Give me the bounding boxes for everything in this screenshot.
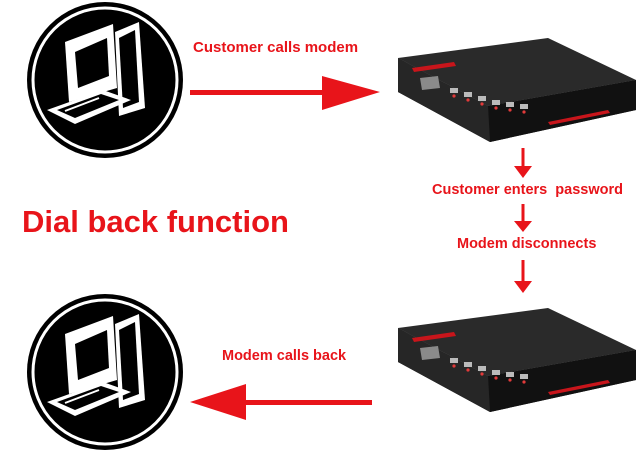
modem-icon-top	[398, 38, 636, 142]
step-label-modem-calls-back: Modem calls back	[222, 348, 347, 364]
step-label-modem-disconnects: Modem disconnects	[457, 236, 597, 252]
arrow-down-2	[514, 204, 532, 232]
arrow-down-3	[514, 260, 532, 293]
computer-icon-bottom	[25, 292, 185, 452]
step-label-customer-enters-password: Customer enters password	[432, 182, 623, 198]
arrow-left	[190, 384, 372, 420]
step-label-customer-calls-modem: Customer calls modem	[193, 39, 359, 56]
arrow-down-1	[514, 148, 532, 178]
modem-icon-bottom	[398, 308, 636, 412]
computer-icon-top	[25, 0, 185, 160]
arrow-right	[190, 76, 380, 110]
diagram-title: Dial back function	[22, 204, 289, 239]
